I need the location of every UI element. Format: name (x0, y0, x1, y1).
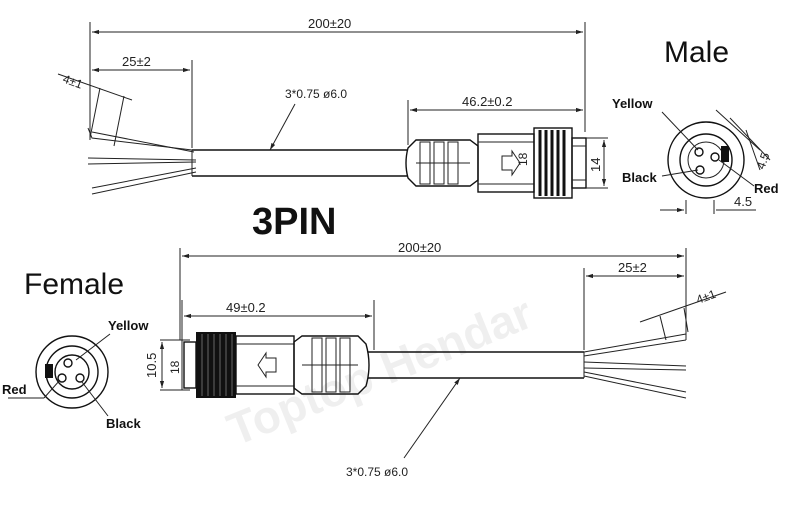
male-dia-b: 14 (588, 158, 603, 172)
female-pin-yellow-label: Yellow (108, 318, 149, 333)
male-pin-black-label: Black (622, 170, 657, 185)
watermark: Toptop Hendar (220, 286, 540, 455)
male-face-dim-h: 4.5 (734, 194, 752, 209)
female-pin-red-label: Red (2, 382, 27, 397)
male-cable-spec: 3*0.75 ø6.0 (285, 87, 347, 101)
male-connector-length: 46.2±0.2 (462, 94, 513, 109)
female-connector (183, 332, 370, 398)
male-pin-red-label: Red (754, 181, 779, 196)
female-connector-length: 49±0.2 (226, 300, 266, 315)
female-dia-b: 18 (168, 360, 182, 374)
male-dia-a: 18 (516, 152, 530, 166)
female-strip-length: 25±2 (618, 260, 647, 275)
female-dia-a: 10.5 (144, 353, 159, 378)
female-face (35, 335, 109, 409)
female-pin-black-label: Black (106, 416, 141, 431)
male-pin-yellow-label: Yellow (612, 96, 653, 111)
male-strip-length: 25±2 (122, 54, 151, 69)
male-label: Male (664, 36, 729, 69)
female-assembly: 200±20 25±2 4±1 49±0.2 10.5 18 (2, 240, 727, 479)
male-face-dim-v: 4.5 (754, 150, 773, 171)
female-strip-end: 4±1 (694, 287, 718, 307)
male-overall-length: 200±20 (308, 16, 351, 31)
male-connector: 18 (405, 127, 587, 199)
female-cable-spec: 3*0.75 ø6.0 (346, 465, 408, 479)
male-assembly: 200±20 25±2 4±1 3*0.75 ø6.0 46.2±0.2 (57, 16, 779, 214)
female-label: Female (24, 268, 124, 301)
male-face: 4.5 4.5 (660, 109, 773, 214)
title-3pin: 3PIN (252, 201, 336, 243)
female-overall-length: 200±20 (398, 240, 441, 255)
